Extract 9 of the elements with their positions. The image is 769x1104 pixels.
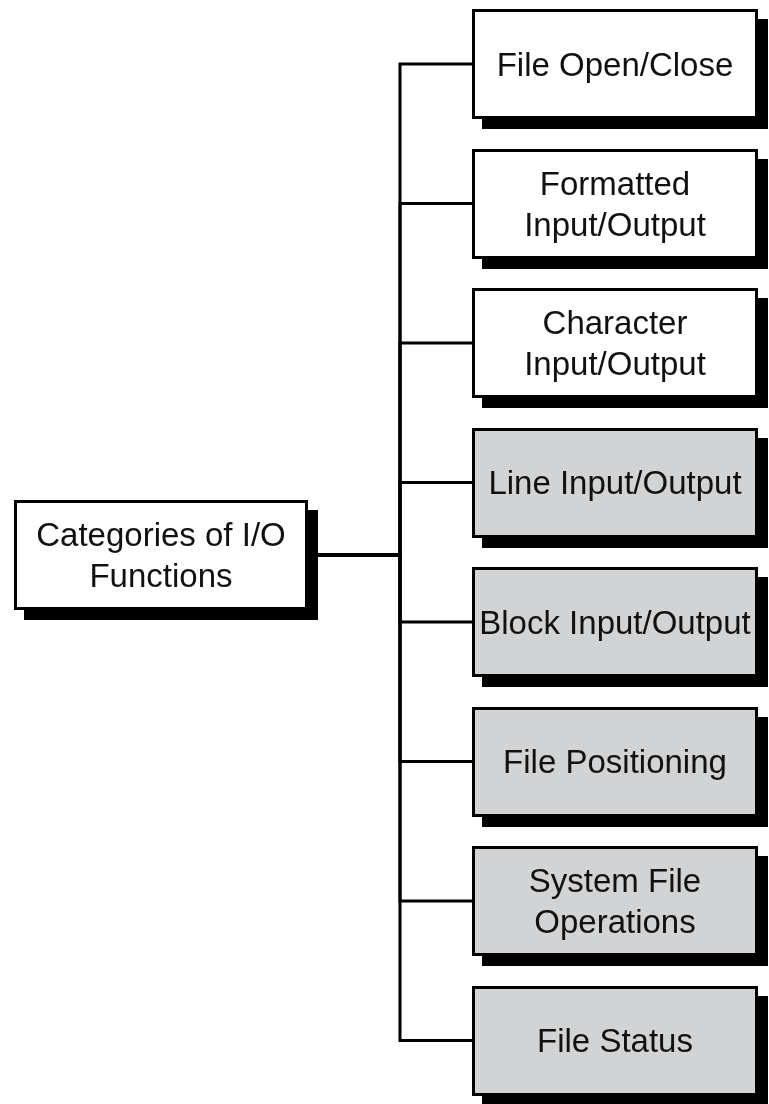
box-label: Block Input/Output [479, 602, 751, 643]
box-label: File Open/Close [496, 44, 734, 85]
box-label: Character Input/Output [523, 303, 707, 384]
box-label: Line Input/Output [488, 463, 742, 503]
box-label: File Status [537, 1021, 693, 1061]
box-label: Categories of I/O Functions [35, 515, 287, 596]
box-label: System File Operations [527, 861, 703, 942]
box-label: File Positioning [503, 742, 727, 782]
box-label: Formatted Input/Output [523, 163, 707, 245]
